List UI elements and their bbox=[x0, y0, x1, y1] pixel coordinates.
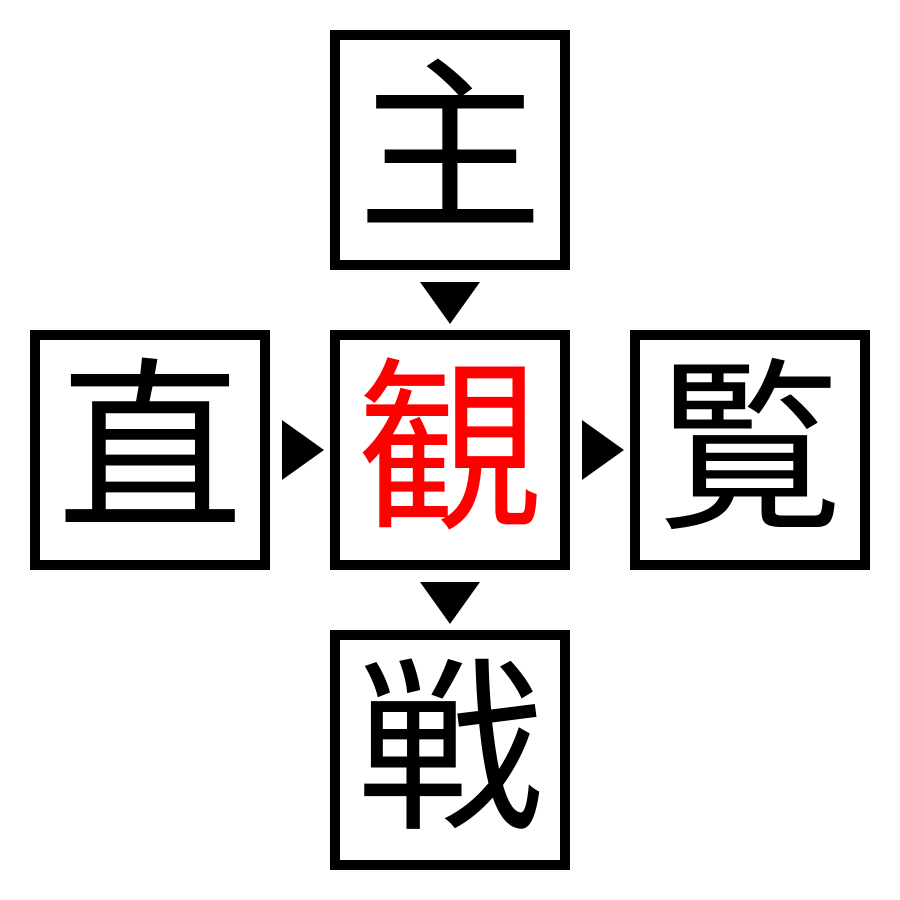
bottom-kanji-box: 戦 bbox=[330, 630, 570, 870]
arrow-down-icon bbox=[420, 582, 480, 624]
left-kanji-box: 直 bbox=[30, 330, 270, 570]
left-kanji: 直 bbox=[56, 341, 243, 558]
arrow-right-icon bbox=[282, 420, 324, 480]
arrow-right-icon bbox=[582, 420, 624, 480]
center-kanji: 観 bbox=[356, 341, 543, 558]
center-kanji-box: 観 bbox=[330, 330, 570, 570]
right-kanji: 覧 bbox=[656, 341, 843, 558]
arrow-down-icon bbox=[420, 282, 480, 324]
top-kanji-box: 主 bbox=[330, 30, 570, 270]
top-kanji: 主 bbox=[356, 41, 543, 258]
bottom-kanji: 戦 bbox=[356, 641, 543, 858]
right-kanji-box: 覧 bbox=[630, 330, 870, 570]
